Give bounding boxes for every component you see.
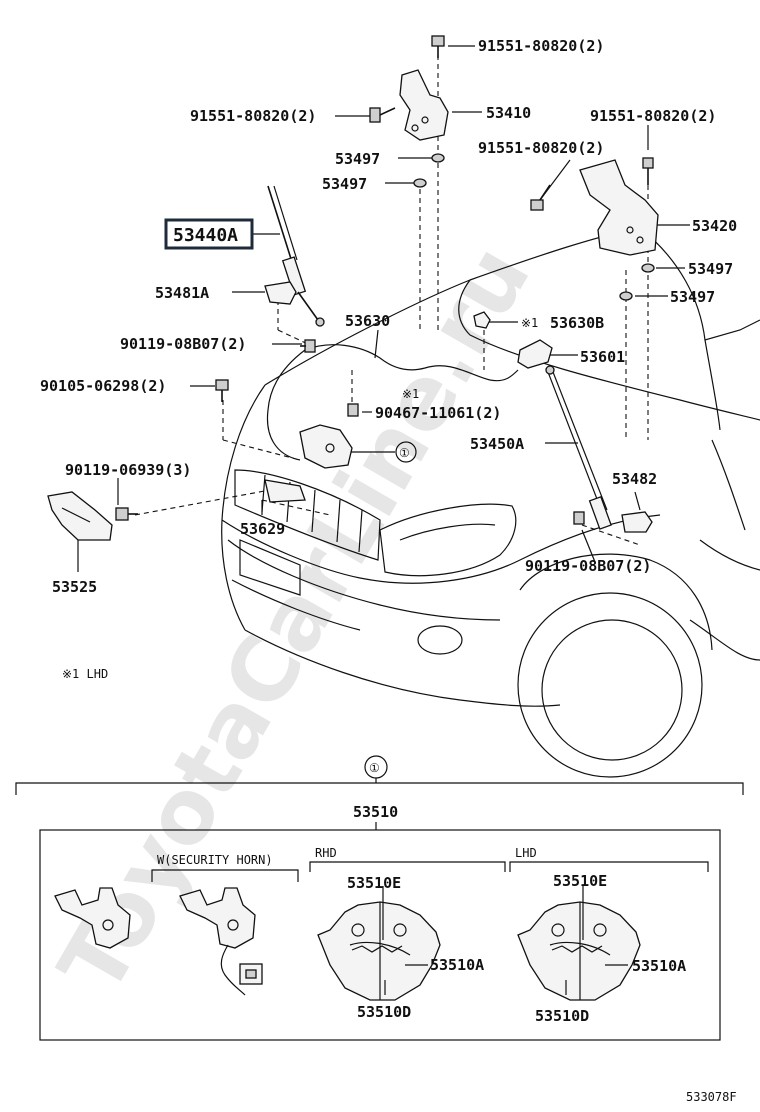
bolt-small-part	[215, 379, 229, 402]
callout-marker-section: ①	[369, 761, 380, 775]
label-release-lever: 53601	[580, 348, 625, 366]
diagram-code: 533078F	[686, 1090, 737, 1104]
bolt-top-part	[431, 35, 445, 58]
label-washer-l1: 53497	[335, 150, 380, 168]
lhd-note: ※1 LHD	[62, 667, 108, 681]
bolt-left-part	[369, 107, 396, 123]
bolt-stay-left-part	[300, 339, 316, 353]
washer-l1-part	[431, 153, 445, 163]
label-hinge-left: 53410	[486, 104, 531, 122]
label-clip-cable-note: ※1	[521, 316, 538, 330]
callout-circle-vehicle	[395, 441, 417, 463]
hinge-left-part	[399, 69, 449, 141]
label-clip-cable: 53630B	[550, 314, 604, 332]
bracket-left-part	[264, 281, 297, 305]
label-lhd-d: 53510D	[535, 1007, 589, 1025]
label-bolt-stay-right: 90119-08B07(2)	[525, 557, 651, 575]
seal-part	[264, 479, 306, 503]
callout-marker-vehicle: ①	[399, 446, 410, 460]
label-seal: 53629	[240, 520, 285, 538]
label-stay-left: 53440A	[173, 225, 238, 246]
stay-right-part	[588, 495, 612, 530]
label-rhd-d: 53510D	[357, 1003, 411, 1021]
label-washer-l2: 53497	[322, 175, 367, 193]
washer-l2-part	[413, 178, 427, 188]
label-hinge-right: 53420	[692, 217, 737, 235]
label-clamp-note: ※1	[402, 387, 419, 401]
label-bolt-right-top: 91551-80820(2)	[590, 107, 716, 125]
label-bolt-stay-left: 90119-08B07(2)	[120, 335, 246, 353]
clamp-part	[347, 403, 359, 417]
bracket-right-part	[621, 511, 653, 533]
label-bolt-top: 91551-80820(2)	[478, 37, 604, 55]
lock-section-frame	[39, 829, 721, 1041]
lock-section: ① 53510 W(SECURITY HORN) RHD LHD	[15, 755, 744, 1041]
lock-standard-drawing	[54, 887, 131, 949]
stay-left-part	[267, 185, 325, 327]
bolt-right-part	[530, 184, 551, 211]
bolt-guard-part	[115, 507, 138, 521]
label-bolt-left: 91551-80820(2)	[190, 107, 316, 125]
label-washer-r1: 53497	[688, 260, 733, 278]
label-lhd-e: 53510E	[553, 872, 607, 890]
label-lhd-a: 53510A	[632, 957, 686, 975]
washer-r2-part	[619, 291, 633, 301]
part-labels: 91551-80820(2) 91551-80820(2) 53410 9155…	[40, 37, 737, 681]
lock-lhd-drawing	[517, 886, 641, 1001]
label-variant-lhd: LHD	[515, 846, 537, 860]
lock-security-drawing	[179, 887, 263, 996]
label-bolt-guard: 90119-06939(3)	[65, 461, 191, 479]
label-variant-rhd: RHD	[315, 846, 337, 860]
label-guard: 53525	[52, 578, 97, 596]
hinge-right-part	[579, 159, 659, 256]
label-variant-security: W(SECURITY HORN)	[157, 853, 273, 867]
release-lever-part	[517, 339, 553, 369]
label-cable: 53630	[345, 312, 390, 330]
label-stay-right: 53450A	[470, 435, 524, 453]
washer-r1-part	[641, 263, 655, 273]
label-clamp: 90467-11061(2)	[375, 404, 501, 422]
highlight-box	[164, 218, 254, 250]
lock-rhd-drawing	[317, 886, 441, 1001]
parts-drawings	[47, 35, 659, 541]
guard-part	[47, 491, 113, 541]
bolt-right-top-part	[642, 157, 654, 185]
label-rhd-e: 53510E	[347, 874, 401, 892]
label-washer-r2: 53497	[670, 288, 715, 306]
label-bolt-small: 90105-06298(2)	[40, 377, 166, 395]
label-bracket-left: 53481A	[155, 284, 209, 302]
label-bolt-right: 91551-80820(2)	[478, 139, 604, 157]
label-rhd-a: 53510A	[430, 956, 484, 974]
label-bracket-right: 53482	[612, 470, 657, 488]
clip-cable-part	[473, 311, 491, 329]
bolt-stay-right-part	[573, 511, 585, 525]
label-lock-assembly: 53510	[353, 803, 398, 821]
